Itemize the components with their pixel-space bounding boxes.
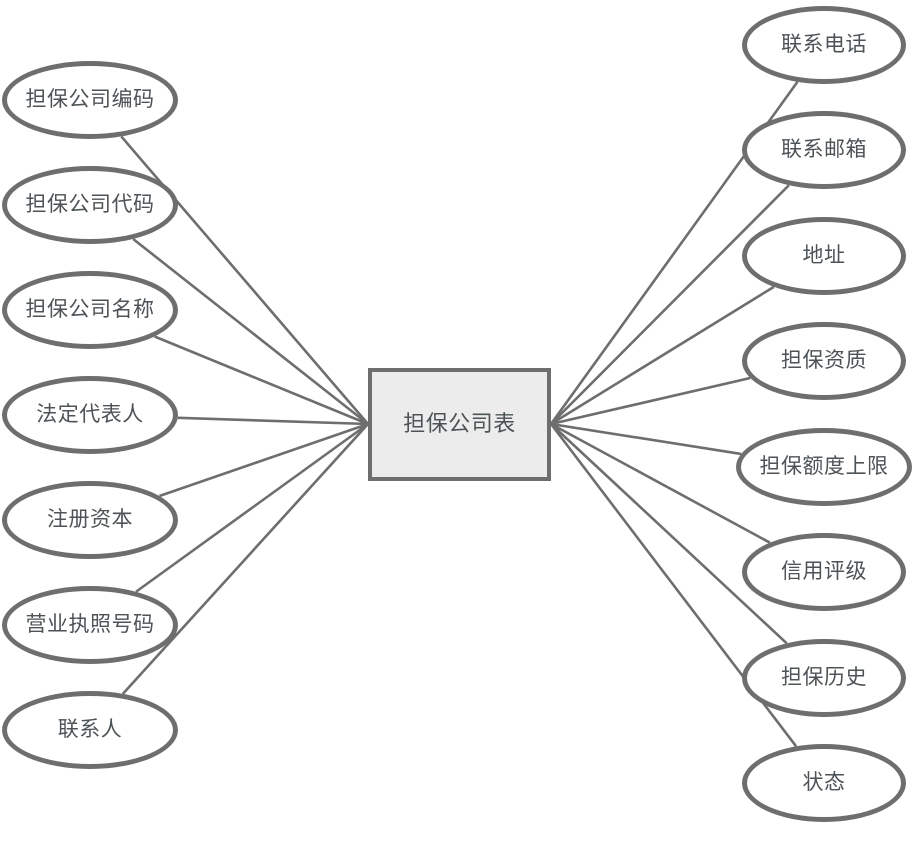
attribute-label: 担保公司代码 bbox=[25, 193, 155, 217]
edge-left-3 bbox=[177, 416, 369, 426]
attribute-label: 担保资质 bbox=[781, 349, 867, 373]
edge-right-5 bbox=[550, 422, 771, 544]
attribute-label: 联系电话 bbox=[781, 33, 867, 57]
attribute-label: 营业执照号码 bbox=[25, 613, 155, 637]
attribute-ellipse-right-6[interactable]: 担保历史 bbox=[742, 639, 906, 717]
attribute-label: 担保额度上限 bbox=[759, 455, 889, 479]
attribute-label: 担保公司编码 bbox=[25, 88, 155, 112]
attribute-label: 地址 bbox=[802, 244, 846, 268]
attribute-ellipse-left-4[interactable]: 注册资本 bbox=[2, 481, 178, 559]
attribute-label: 状态 bbox=[802, 771, 846, 795]
attribute-ellipse-left-5[interactable]: 营业执照号码 bbox=[2, 586, 178, 664]
edge-left-1 bbox=[132, 237, 369, 426]
attribute-ellipse-right-2[interactable]: 地址 bbox=[742, 217, 906, 295]
edge-left-6 bbox=[121, 423, 369, 695]
attribute-ellipse-right-3[interactable]: 担保资质 bbox=[742, 322, 906, 400]
attribute-ellipse-left-6[interactable]: 联系人 bbox=[2, 691, 178, 769]
edge-right-2 bbox=[550, 285, 775, 426]
attribute-ellipse-left-3[interactable]: 法定代表人 bbox=[2, 376, 178, 454]
entity-label: 担保公司表 bbox=[403, 411, 516, 437]
edge-right-1 bbox=[550, 184, 790, 425]
edge-left-4 bbox=[158, 422, 369, 498]
attribute-label: 担保历史 bbox=[781, 666, 867, 690]
edge-left-2 bbox=[154, 335, 369, 426]
attribute-ellipse-right-4[interactable]: 担保额度上限 bbox=[736, 428, 912, 506]
attribute-ellipse-right-1[interactable]: 联系邮箱 bbox=[742, 111, 906, 189]
attribute-ellipse-right-7[interactable]: 状态 bbox=[742, 744, 906, 822]
attribute-ellipse-left-1[interactable]: 担保公司代码 bbox=[2, 166, 178, 244]
entity-box[interactable]: 担保公司表 bbox=[368, 368, 551, 481]
attribute-ellipse-left-2[interactable]: 担保公司名称 bbox=[2, 271, 178, 349]
attribute-label: 联系人 bbox=[57, 718, 123, 742]
attribute-label: 法定代表人 bbox=[36, 403, 144, 427]
attribute-label: 联系邮箱 bbox=[781, 138, 867, 162]
attribute-ellipse-right-5[interactable]: 信用评级 bbox=[742, 533, 906, 611]
attribute-label: 注册资本 bbox=[47, 508, 133, 532]
attribute-label: 信用评级 bbox=[781, 560, 867, 584]
attribute-label: 担保公司名称 bbox=[25, 298, 155, 322]
attribute-ellipse-left-0[interactable]: 担保公司编码 bbox=[2, 61, 178, 139]
edge-right-4 bbox=[550, 422, 742, 456]
attribute-ellipse-right-0[interactable]: 联系电话 bbox=[742, 6, 906, 84]
edge-right-3 bbox=[550, 376, 751, 426]
